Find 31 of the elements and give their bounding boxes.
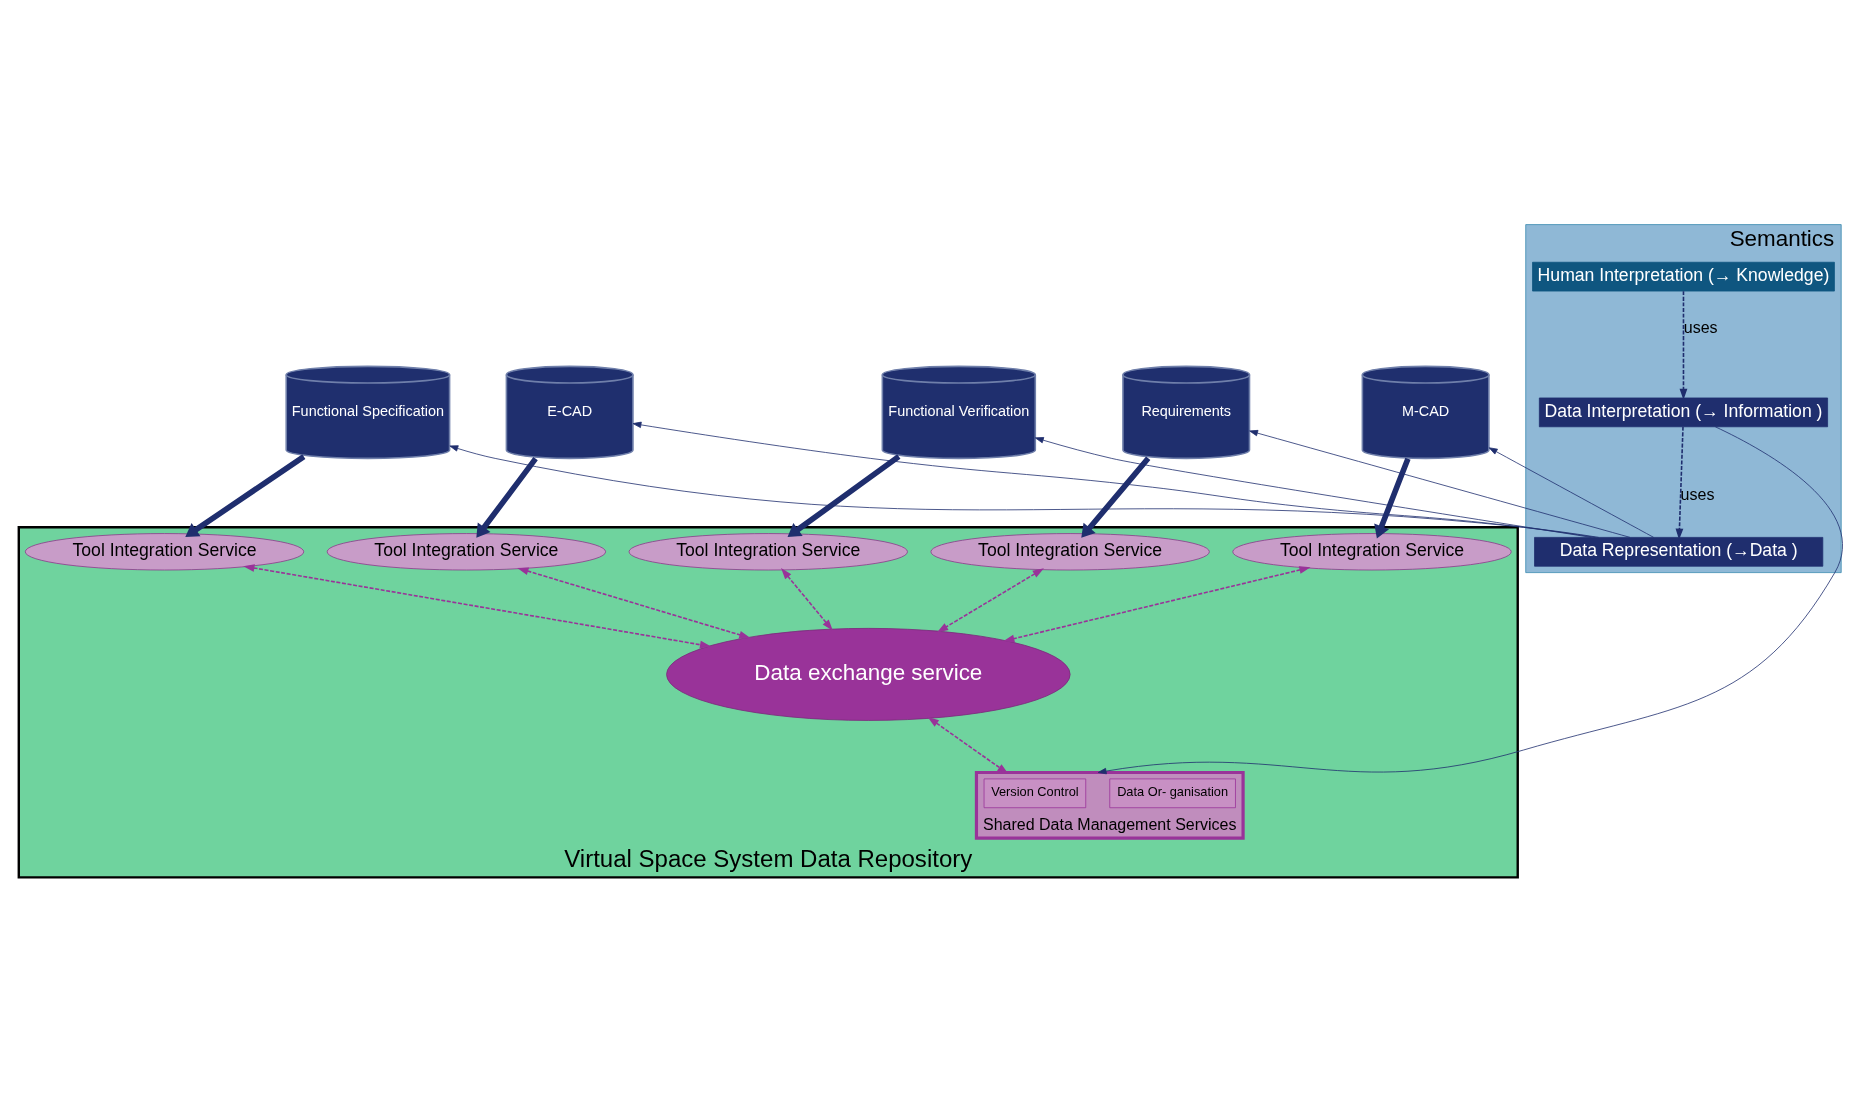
- arrow: [243, 564, 712, 649]
- arrow: [449, 445, 1600, 538]
- edge-label: uses: [1683, 318, 1718, 336]
- arrow: [1679, 290, 1688, 401]
- arrow: [185, 454, 306, 537]
- arrow: [1097, 426, 1843, 775]
- node-ellipse: Tool Integration Service: [326, 533, 607, 571]
- arrow: [787, 454, 901, 538]
- arrow: [1249, 429, 1631, 538]
- node-box: Version Control: [983, 778, 1087, 809]
- node-ellipse: Tool Integration Service: [628, 533, 908, 571]
- node-box: Human Interpretation (→ Knowledge): [1532, 261, 1835, 292]
- arrow: [1488, 447, 1655, 538]
- node-box: Data Representation (→Data ): [1534, 537, 1824, 567]
- node-box: Data Interpretation (→ Information ): [1538, 397, 1828, 428]
- arrow: [936, 568, 1044, 633]
- arrow: [1675, 426, 1684, 540]
- arrow: [781, 568, 833, 631]
- arrow: [476, 457, 538, 538]
- arrow: [1374, 457, 1411, 539]
- arrow: [517, 567, 751, 639]
- arrow: [927, 717, 1009, 774]
- node-ellipse: Tool Integration Service: [930, 533, 1210, 571]
- arrow: [632, 421, 1596, 538]
- edge-label: uses: [1680, 486, 1715, 504]
- node-ellipse: Tool Integration Service: [1232, 533, 1512, 571]
- arrow: [1034, 437, 1592, 538]
- node-ellipse: Data exchange service: [666, 627, 1071, 721]
- arrow: [1081, 456, 1151, 538]
- node-box: Data Or- ganisation: [1109, 778, 1236, 809]
- arrow: [1003, 566, 1311, 643]
